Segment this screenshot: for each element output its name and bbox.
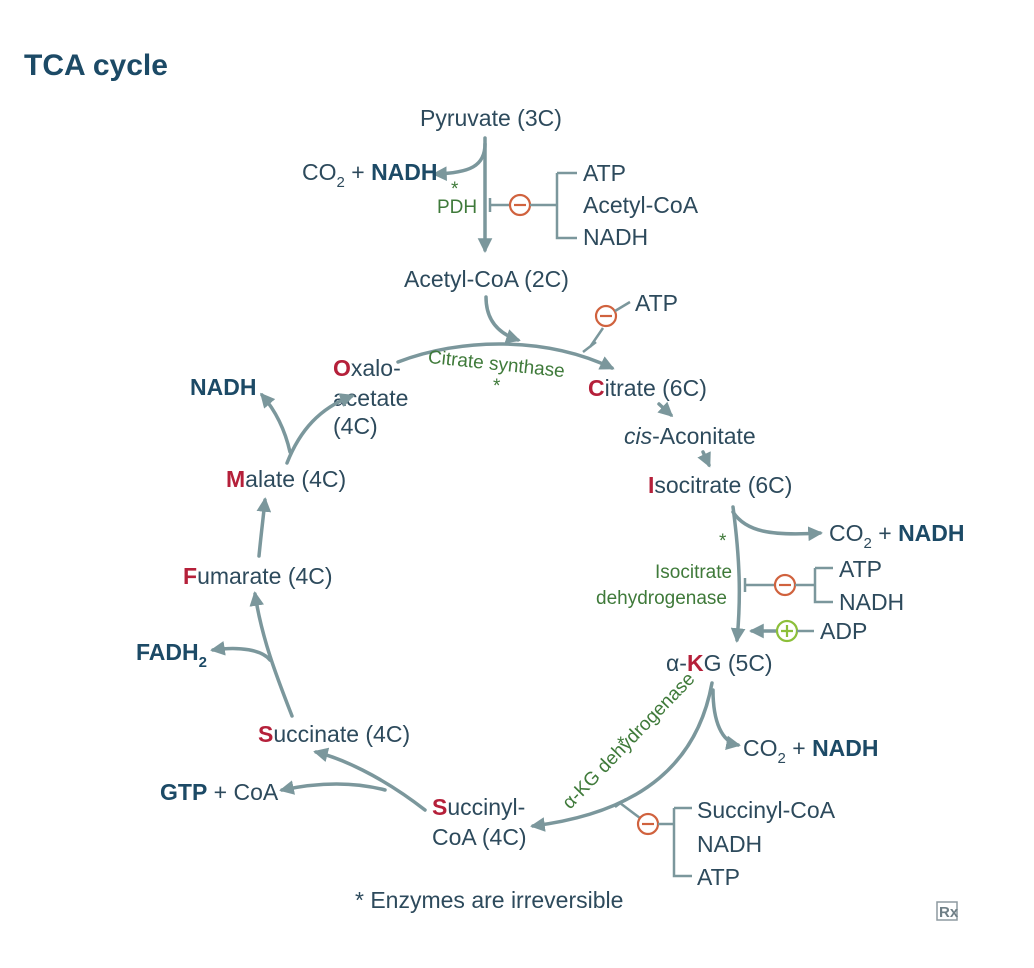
citrate-synthase-star: *: [493, 376, 501, 397]
akgdh-co2-branch-arrow: [711, 688, 741, 751]
cs-inhibition-bar: [582, 327, 605, 353]
akgdh-inhibitor-succinylcoa: Succinyl-CoA: [697, 797, 836, 823]
succinylcoa-line2: CoA (4C): [432, 824, 527, 850]
akgdh-star: *: [617, 734, 625, 755]
acetylcoa-entry-arrow: [484, 295, 521, 344]
rx-logo-icon: [936, 901, 958, 921]
malate-label: Malate (4C): [226, 466, 346, 492]
idh-enzyme-line2: dehydrogenase: [596, 588, 727, 609]
idh-co2-branch-arrow: [731, 510, 823, 542]
pdh-co2-branch-arrow: [432, 142, 487, 182]
akg-label: α-KG (5C): [666, 650, 773, 676]
malate-nadh-label: NADH: [190, 374, 256, 400]
footnote: * Enzymes are irreversible: [355, 887, 623, 913]
idh-star: *: [719, 531, 727, 552]
succinate-label: Succinate (4C): [258, 721, 410, 747]
succinylcoa-to-succinate-arrow: [313, 747, 427, 812]
pdh-inhibitor-nadh: NADH: [583, 224, 648, 250]
gtp-branch-arrow: [279, 780, 387, 795]
citrate-label: Citrate (6C): [588, 375, 707, 401]
pdh-inhibitor-bracket: [530, 171, 577, 240]
idh-activator-adp: ADP: [820, 618, 867, 644]
oxaloacetate-label: Oxalo-: [333, 355, 401, 381]
idh-plus-glyph: [781, 625, 793, 637]
akg-to-succinylcoa-arrow: [530, 681, 714, 832]
akgdh-co2-nadh-label: CO2 + NADH: [743, 735, 879, 767]
idh-enzyme-line1: Isocitrate: [655, 562, 732, 583]
citrate-to-cisaconitate-arrow: [657, 401, 674, 417]
gtp-coa-label: GTP + CoA: [160, 779, 279, 805]
cs-atp-line: [614, 300, 631, 313]
malate-nadh-branch-arrow: [260, 392, 292, 454]
succinylcoa-label: Succinyl-: [432, 794, 525, 820]
pyruvate-label: Pyruvate (3C): [420, 105, 562, 131]
cs-inhibitor-atp: ATP: [635, 290, 678, 316]
idh-co2-nadh-label: CO2 + NADH: [829, 520, 965, 552]
idh-inhibitor-atp: ATP: [839, 556, 882, 582]
oxaloacetate-line3: (4C): [333, 413, 378, 439]
pdh-inhibitor-acetylcoa: Acetyl-CoA: [583, 192, 699, 218]
fumarate-label: Fumarate (4C): [183, 563, 333, 589]
acetylcoa-label: Acetyl-CoA (2C): [404, 266, 569, 292]
idh-inhibitor-nadh: NADH: [839, 589, 904, 615]
idh-inhibition-bar: [743, 578, 774, 592]
akgdh-enzyme-label: α-KG dehydrogenase: [558, 669, 699, 814]
pdh-inhibitor-atp: ATP: [583, 160, 626, 186]
fadh2-label: FADH2: [136, 639, 207, 671]
fumarate-to-malate-arrow: [256, 497, 272, 558]
citrate-synthase-arrow: [396, 342, 615, 370]
page-title: TCA cycle: [24, 49, 168, 82]
rx-logo-text: Rx: [939, 904, 959, 921]
idh-inhibitor-bracket: [795, 566, 833, 604]
cisaconitate-to-isocitrate-arrow: [697, 450, 711, 468]
akgdh-inhibition-bar: [614, 797, 641, 819]
pdh-inhibition-bar: [488, 198, 509, 212]
malate-to-oxaloacetate-arrow: [285, 393, 355, 465]
fadh2-branch-arrow: [210, 641, 272, 662]
pdh-co2-nadh-label: CO2 + NADH: [302, 159, 438, 191]
pdh-star: *: [451, 179, 459, 200]
akgdh-inhibitor-nadh: NADH: [697, 831, 762, 857]
isocitrate-label: Isocitrate (6C): [648, 472, 792, 498]
pdh-enzyme-label: PDH: [437, 197, 477, 218]
isocitrate-to-akg-arrow: [730, 505, 746, 643]
cis-aconitate-label: cis-Aconitate: [624, 423, 756, 449]
akgdh-inhibitor-bracket: [658, 806, 692, 878]
akgdh-inhibitor-atp: ATP: [697, 864, 740, 890]
